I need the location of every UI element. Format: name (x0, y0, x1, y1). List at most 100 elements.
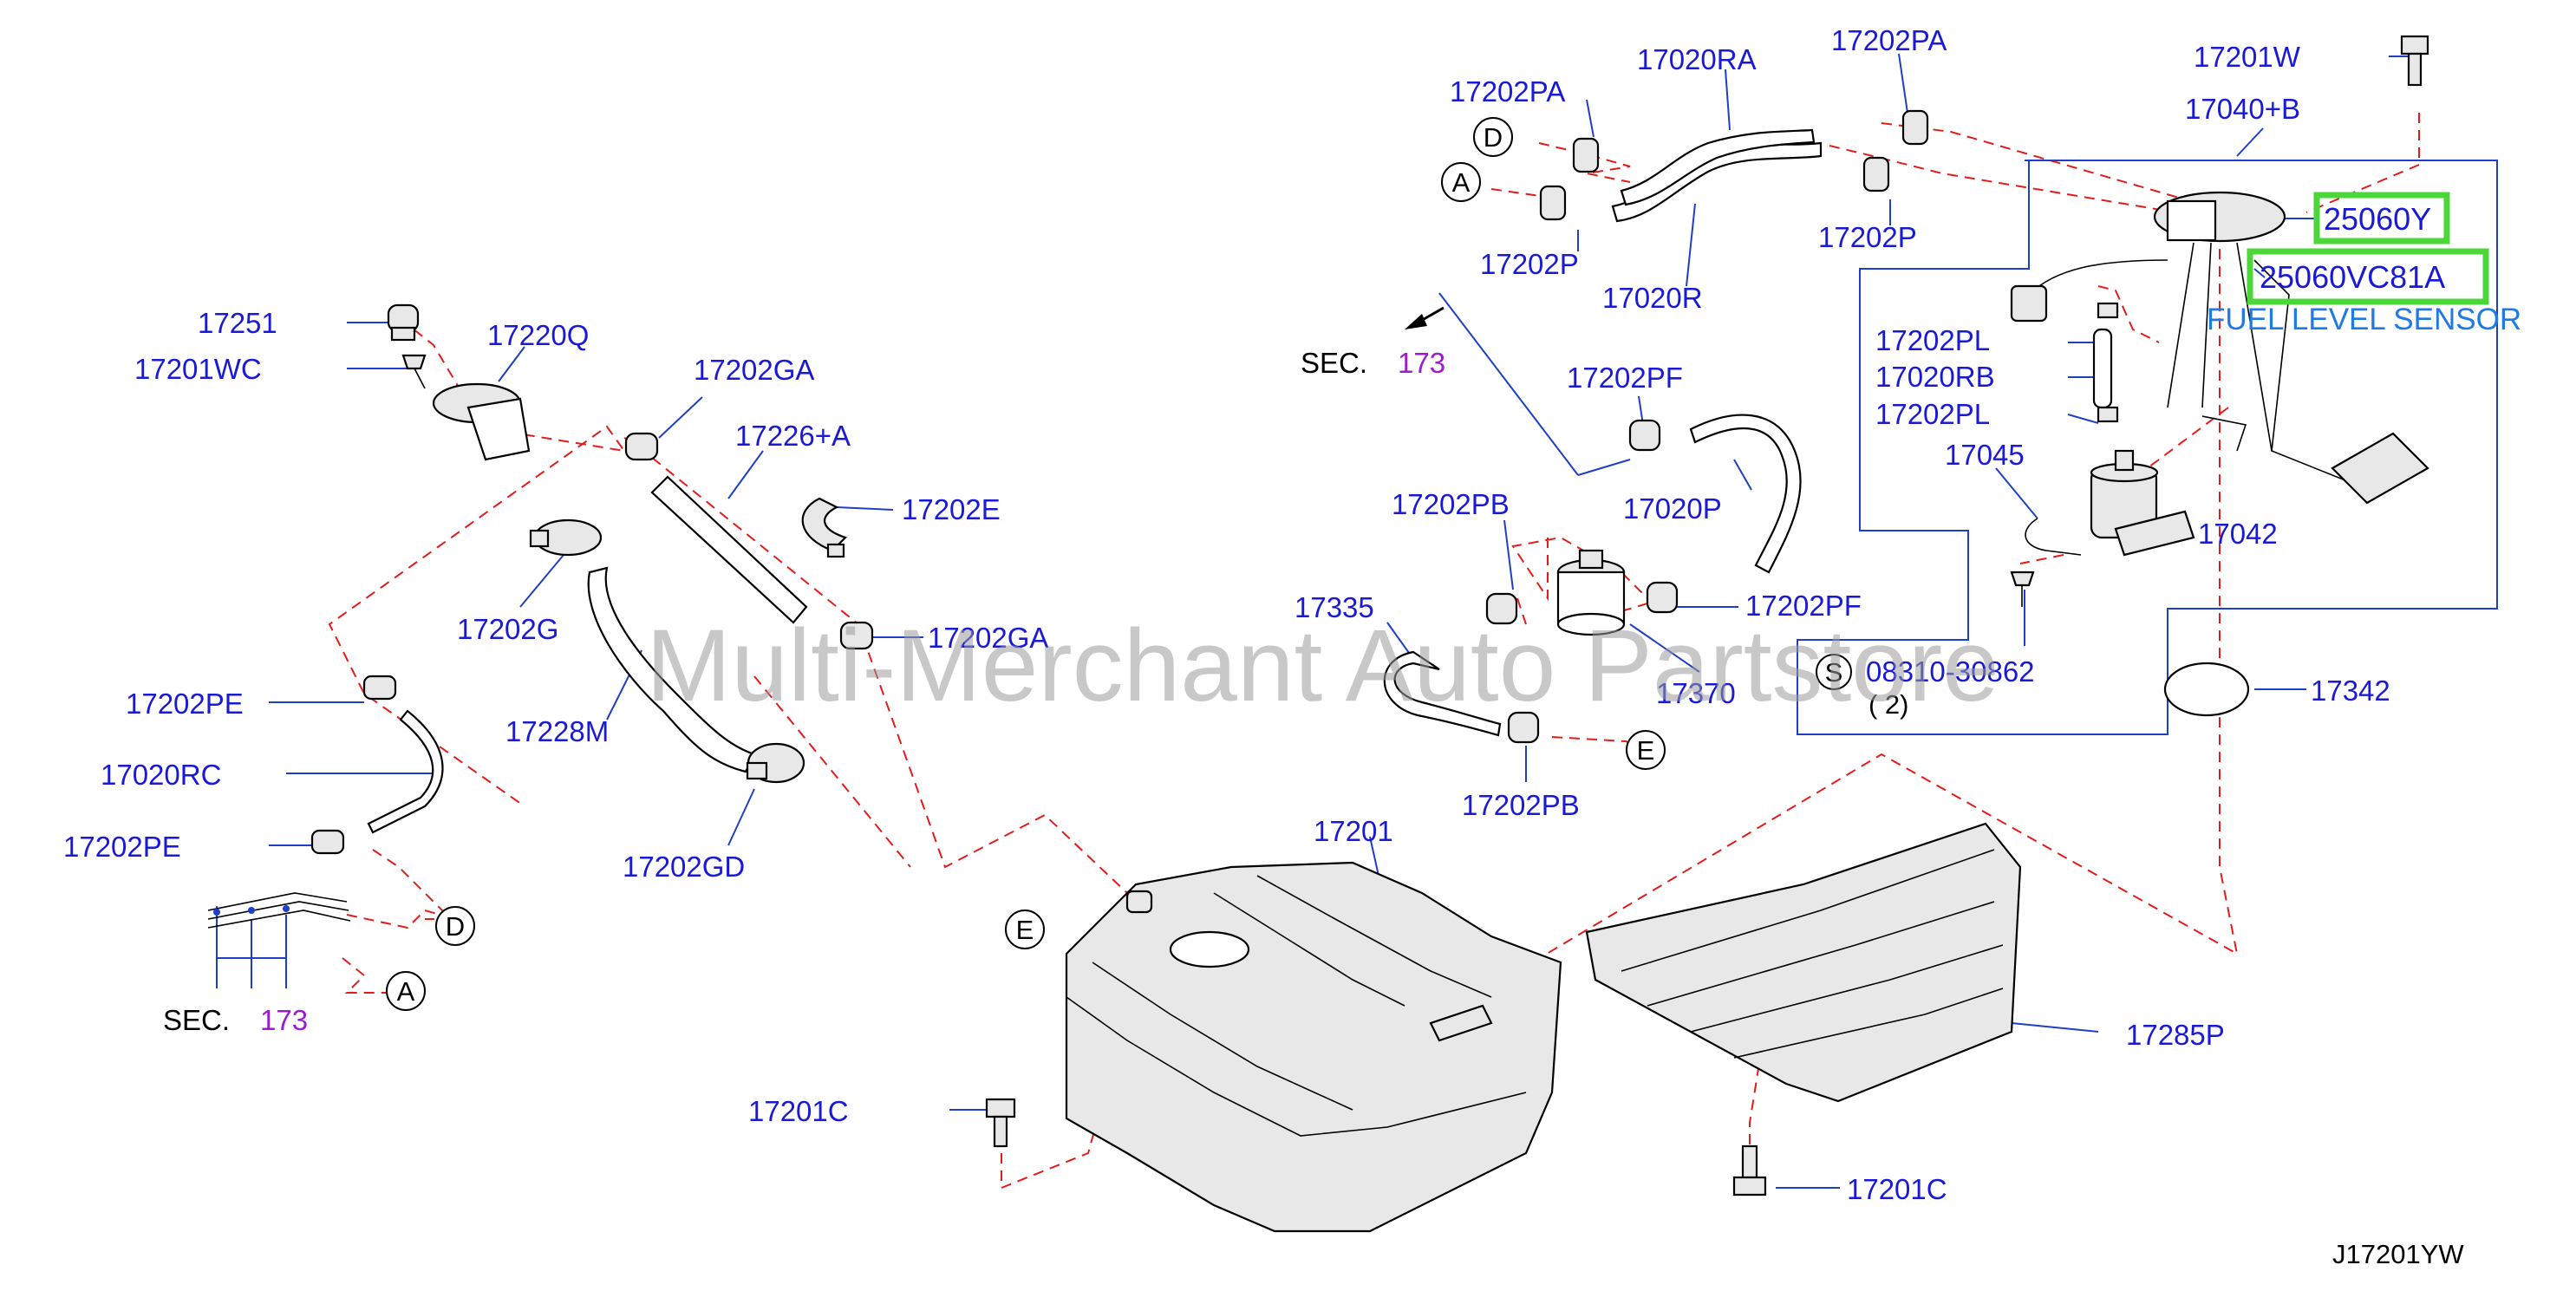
clamps-17202PF (1628, 419, 1679, 614)
bolt-17201W (2400, 35, 2429, 87)
sec-173-arrow (1405, 306, 1445, 329)
clamp-17202GD (746, 742, 805, 784)
label-17202PB-1: 17202PB (1392, 488, 1510, 520)
label-17201C-1: 17201C (748, 1095, 849, 1127)
circle-ref-D-left: D (435, 906, 475, 946)
label-17202GD: 17202GD (623, 851, 745, 883)
svg-text:E: E (1637, 735, 1655, 766)
label-17202PF-2: 17202PF (1745, 590, 1862, 622)
label-17201C-2: 17201C (1847, 1173, 1947, 1205)
label-08310-qty: ( 2) (1868, 689, 1909, 720)
svg-text:S: S (1825, 657, 1843, 688)
label-17226A: 17226+A (735, 420, 851, 452)
screw-17201WC (401, 354, 427, 389)
label-25060VC81A: 25060VC81A (2260, 259, 2445, 295)
svg-text:173: 173 (1398, 347, 1445, 379)
svg-text:E: E (1016, 915, 1034, 945)
label-17202PF-1: 17202PF (1567, 362, 1683, 394)
label-17020RB: 17020RB (1875, 361, 1995, 393)
label-17335: 17335 (1295, 591, 1374, 623)
svg-text:SEC.: SEC. (163, 1004, 230, 1036)
pump-17045 (2025, 449, 2195, 557)
label-17202PA-1: 17202PA (1450, 75, 1565, 108)
highlight-box-25060Y (2313, 192, 2450, 245)
label-17202GA-2: 17202GA (928, 622, 1048, 654)
clamps-17202PE (310, 675, 397, 855)
clamp-17202GA-lower (839, 621, 874, 650)
label-17020R: 17020R (1602, 282, 1703, 314)
band-17202E (801, 497, 848, 558)
circle-ref-A-top: A (1441, 162, 1481, 202)
label-25060Y: 25060Y (2324, 201, 2431, 237)
label-17202GA-1: 17202GA (694, 354, 814, 386)
pipes-sec-173-left (207, 892, 351, 929)
clamp-17202GA-upper (624, 432, 659, 461)
label-17342: 17342 (2311, 675, 2390, 707)
hose-17228M (587, 566, 756, 773)
label-17202P-1: 17202P (1480, 248, 1579, 280)
svg-text:173: 173 (260, 1004, 308, 1036)
label-17020P: 17020P (1623, 492, 1722, 525)
callout-fuel-level-sensor: FUEL LEVEL SENSOR (2207, 303, 2521, 336)
label-17202G: 17202G (457, 613, 558, 645)
label-17020RC: 17020RC (101, 759, 221, 791)
hose-17020P (1689, 414, 1802, 574)
svg-text:A: A (1452, 167, 1471, 198)
bolts-17201C (985, 1098, 1767, 1196)
label-17370: 17370 (1656, 677, 1736, 709)
filler-cap-17251 (387, 303, 420, 342)
assembly-frame (1438, 160, 2498, 735)
label-17201WC: 17201WC (134, 353, 262, 385)
label-17201: 17201 (1314, 815, 1393, 847)
hose-17335 (1383, 650, 1502, 737)
svg-text:D: D (1484, 122, 1503, 153)
label-17202PL-2: 17202PL (1875, 398, 1990, 430)
label-17251: 17251 (198, 307, 277, 339)
clamp-17202G (529, 518, 603, 557)
seal-17342 (2163, 662, 2250, 717)
label-17228M: 17228M (505, 715, 609, 747)
label-17202PB-2: 17202PB (1462, 789, 1580, 821)
label-17202PA-2: 17202PA (1831, 24, 1947, 56)
shield-17285P (1585, 822, 2022, 1103)
label-17285P: 17285P (2126, 1019, 2225, 1051)
fuel-tank-17201 (1065, 861, 1562, 1233)
part-labels: 17202PA 17020RA 17202PA 17201W 17040+B 2… (63, 24, 2521, 1205)
clamps-top (1539, 109, 1929, 221)
sec-173-ref-top[interactable]: SEC. 173 (1301, 347, 1445, 379)
filler-pocket-17220Q (432, 382, 531, 461)
circle-ref-A-left: A (386, 971, 426, 1011)
canister-17370 (1556, 549, 1626, 636)
circle-ref-E-mid: E (1626, 730, 1666, 770)
diagram-code: J17201YW (2332, 1239, 2464, 1269)
svg-text:SEC.: SEC. (1301, 347, 1367, 379)
hose-17020RA (1611, 128, 1823, 223)
label-17202E: 17202E (902, 493, 1001, 525)
svg-text:A: A (397, 976, 415, 1007)
sec-173-ref-left[interactable]: SEC. 173 (163, 1004, 308, 1036)
circle-ref-S: S (1816, 654, 1852, 690)
clamps-17202PB (1485, 592, 1540, 744)
bolt-08310 (2010, 571, 2035, 607)
label-17201W: 17201W (2194, 41, 2301, 73)
hose-17020RC (367, 709, 444, 834)
label-17045: 17045 (1945, 439, 2025, 471)
fuel-pump-assembly (2010, 191, 2429, 505)
label-17040B: 17040+B (2185, 93, 2300, 125)
hose-17226A (650, 475, 808, 624)
label-17220Q: 17220Q (487, 319, 589, 351)
label-17202PL-1: 17202PL (1875, 324, 1990, 356)
label-17202P-2: 17202P (1818, 221, 1917, 253)
label-17020RA: 17020RA (1637, 43, 1757, 75)
circle-ref-D-top: D (1473, 117, 1513, 157)
svg-text:D: D (446, 911, 465, 942)
label-17202PE-1: 17202PE (126, 688, 244, 720)
label-08310-30862: 08310-30862 (1866, 655, 2035, 688)
label-17042: 17042 (2198, 518, 2278, 550)
watermark-text: Multi-Merchant Auto Partstore (646, 609, 1999, 723)
highlight-box-25060VC81A (2247, 248, 2489, 305)
circle-ref-E-tank: E (1005, 910, 1045, 949)
label-17202PE-2: 17202PE (63, 831, 181, 863)
